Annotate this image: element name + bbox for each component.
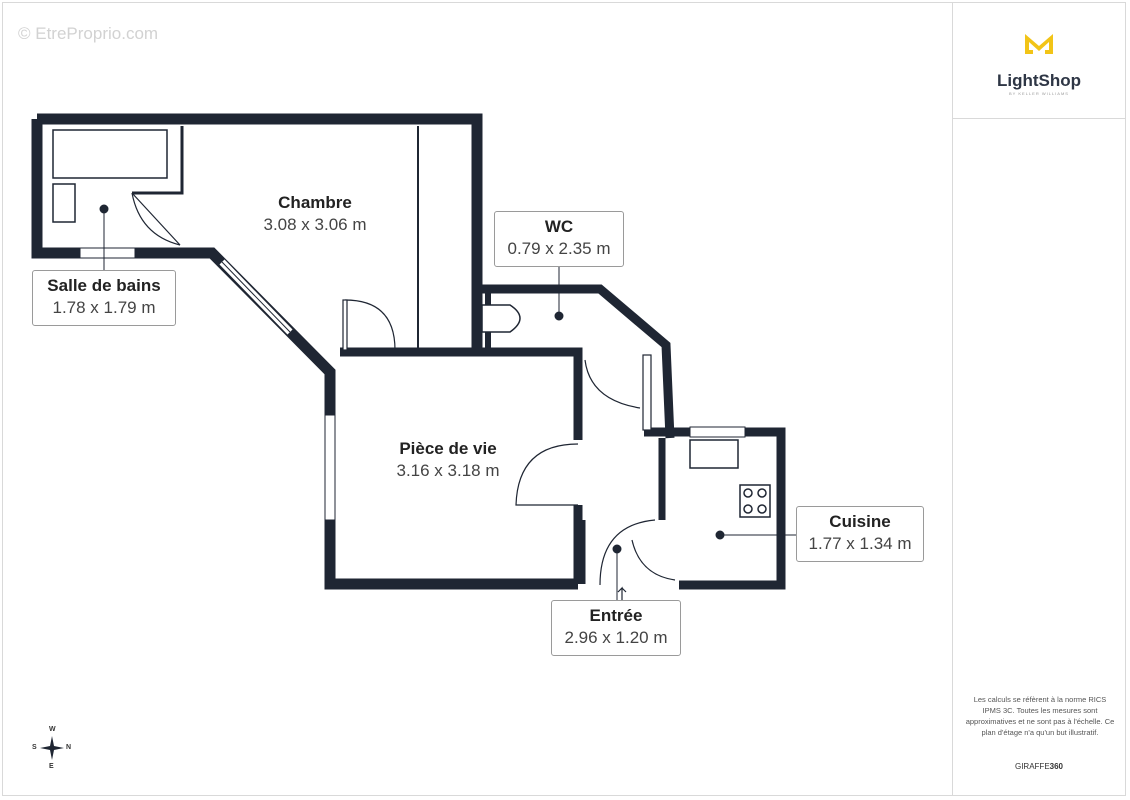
logo-subtitle: BY KELLER WILLIAMS (1009, 91, 1069, 96)
compass-n: N (66, 744, 72, 751)
room-name: Cuisine (829, 512, 891, 531)
compass-e: E (49, 763, 54, 770)
room-label-wc: WC 0.79 x 2.35 m (494, 211, 624, 267)
window-bath (79, 247, 136, 259)
room-dimensions: 3.08 x 3.06 m (263, 215, 367, 234)
room-dimensions: 0.79 x 2.35 m (507, 239, 611, 258)
room-dimensions: 2.96 x 1.20 m (564, 628, 668, 647)
room-name: Chambre (278, 193, 352, 212)
room-label-salle-de-bains: Salle de bains 1.78 x 1.79 m (32, 270, 176, 326)
door-cuisine (631, 539, 676, 581)
compass-icon (40, 736, 64, 760)
wall-pdv-top (340, 347, 583, 440)
room-name: Salle de bains (47, 276, 161, 295)
room-label-entree: Entrée 2.96 x 1.20 m (551, 600, 681, 656)
room-dimensions: 1.78 x 1.79 m (52, 298, 156, 317)
wardrobe-wc (642, 354, 652, 431)
wall-top (37, 113, 483, 352)
lightshop-logo: LightShop BY KELLER WILLIAMS (953, 30, 1125, 96)
window-cuisine (689, 426, 746, 438)
room-dimensions: 1.77 x 1.34 m (808, 534, 912, 553)
sidebar-divider (952, 3, 953, 795)
door-chambre (344, 299, 396, 351)
watermark: © EtreProprio.com (18, 24, 159, 43)
door-wc (584, 359, 641, 409)
wall-wc (477, 284, 675, 439)
brand-part2: 360 (1049, 762, 1064, 771)
brand-part1: GIRAFFE (1014, 762, 1050, 771)
sink-kitchen (689, 439, 739, 469)
bathtub (52, 129, 168, 179)
door-bath (131, 192, 181, 246)
door-entree (599, 519, 656, 586)
room-label-cuisine: Cuisine 1.77 x 1.34 m (796, 506, 924, 562)
room-name: WC (544, 217, 574, 236)
room-name: Pièce de vie (399, 439, 497, 458)
crown-icon (1025, 34, 1053, 54)
room-name: Entrée (589, 606, 643, 625)
wall-bath-inner (132, 126, 184, 195)
giraffe360-brand: GIRAFFE360 (953, 762, 1125, 771)
window-pdv (324, 414, 336, 521)
entry-arrow (617, 586, 627, 600)
compass-w: W (49, 726, 56, 733)
logo-name: LightShop (996, 71, 1082, 90)
compass-rose: W S N E (30, 724, 80, 774)
room-label-piece-de-vie: Pièce de vie 3.16 x 3.18 m (368, 434, 528, 482)
disclaimer-text: Les calculs se réfèrent à la norme RICS … (965, 695, 1115, 737)
toilet (481, 304, 521, 333)
door-pdv (515, 443, 579, 506)
room-dimensions: 3.16 x 3.18 m (396, 461, 500, 480)
logo-divider (953, 118, 1125, 119)
compass-s: S (32, 744, 37, 751)
sink-bath (52, 183, 76, 223)
floor-plan (31, 113, 796, 600)
room-label-chambre: Chambre 3.08 x 3.06 m (235, 188, 395, 236)
